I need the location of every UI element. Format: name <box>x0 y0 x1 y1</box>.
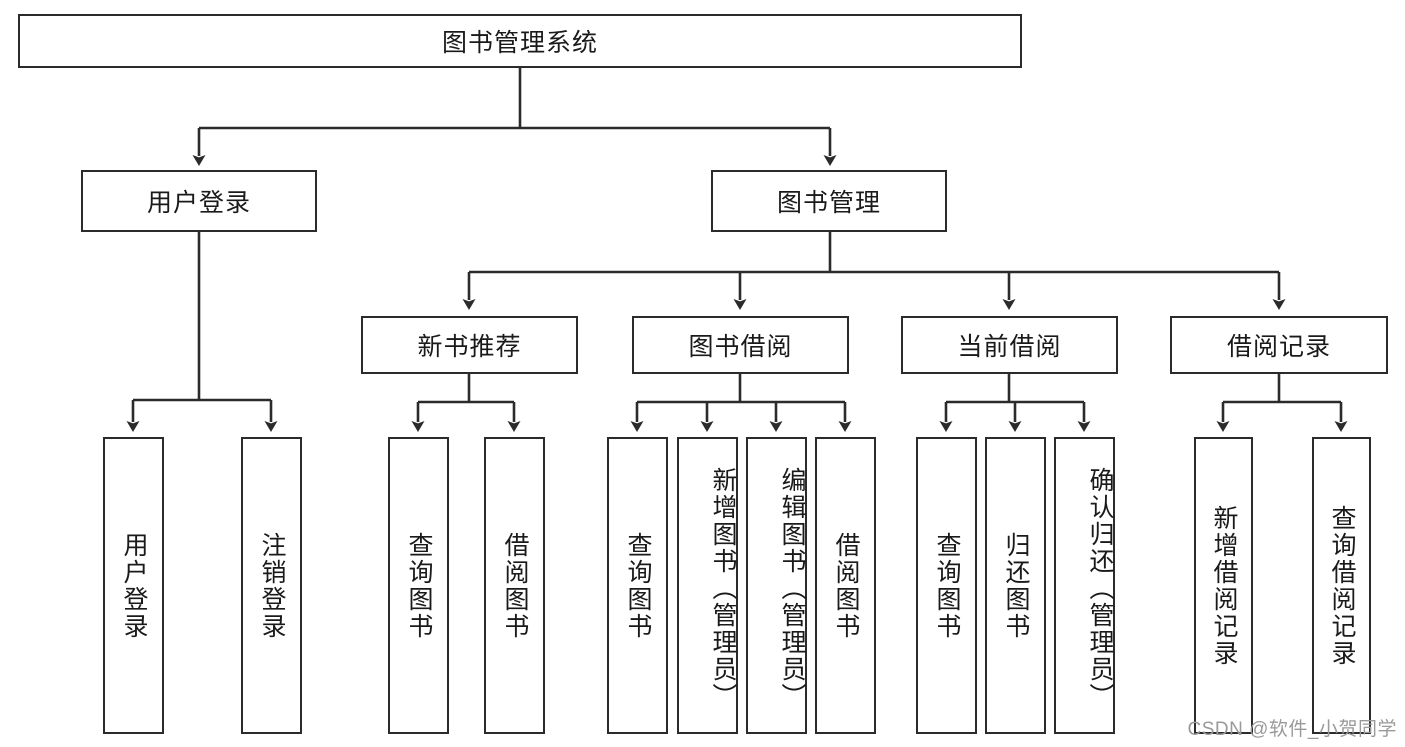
node-leaf-user-login-label: 用户登录 <box>120 531 148 640</box>
node-leaf-confirm-return-label: 确认归还（管理员） <box>1086 467 1114 710</box>
node-root-label: 图书管理系统 <box>441 29 598 57</box>
node-leaf-add-record-label: 新增借阅记录 <box>1210 504 1238 667</box>
node-leaf-query-book-2[interactable]: 查询图书 <box>607 437 668 734</box>
node-leaf-borrow-book-2[interactable]: 借阅图书 <box>815 437 876 734</box>
node-leaf-add-book-label: 新增图书（管理员） <box>709 467 737 710</box>
node-leaf-logout-label: 注销登录 <box>258 531 286 640</box>
node-root[interactable]: 图书管理系统 <box>18 14 1022 68</box>
node-leaf-return-book-label: 归还图书 <box>1002 531 1030 640</box>
node-leaf-query-book-1-label: 查询图书 <box>405 531 433 640</box>
node-leaf-borrow-book-1-label: 借阅图书 <box>501 531 529 640</box>
node-leaf-query-book-3-label: 查询图书 <box>933 531 961 640</box>
node-leaf-add-book[interactable]: 新增图书（管理员） <box>677 437 738 734</box>
node-leaf-borrow-book-2-label: 借阅图书 <box>832 531 860 640</box>
node-leaf-query-record-label: 查询借阅记录 <box>1328 504 1356 667</box>
node-leaf-borrow-book-1[interactable]: 借阅图书 <box>484 437 545 734</box>
node-leaf-return-book[interactable]: 归还图书 <box>985 437 1046 734</box>
node-leaf-add-record[interactable]: 新增借阅记录 <box>1194 437 1253 734</box>
node-book-borrow-label: 图书借阅 <box>688 333 793 361</box>
node-borrow-record[interactable]: 借阅记录 <box>1170 316 1388 374</box>
node-leaf-confirm-return[interactable]: 确认归还（管理员） <box>1054 437 1115 734</box>
node-leaf-edit-book-label: 编辑图书（管理员） <box>778 467 806 710</box>
node-borrow-record-label: 借阅记录 <box>1226 333 1331 361</box>
node-new-book-rec-label: 新书推荐 <box>417 333 522 361</box>
node-current-borrow[interactable]: 当前借阅 <box>901 316 1118 374</box>
watermark-text: CSDN @软件_小贺同学 <box>1187 719 1397 740</box>
node-current-borrow-label: 当前借阅 <box>957 333 1062 361</box>
node-book-manage-label: 图书管理 <box>776 189 881 217</box>
node-leaf-query-book-3[interactable]: 查询图书 <box>916 437 977 734</box>
node-book-borrow[interactable]: 图书借阅 <box>632 316 849 374</box>
node-book-manage[interactable]: 图书管理 <box>711 170 947 232</box>
node-user-login[interactable]: 用户登录 <box>81 170 317 232</box>
node-leaf-query-book-2-label: 查询图书 <box>624 531 652 640</box>
node-leaf-edit-book[interactable]: 编辑图书（管理员） <box>746 437 807 734</box>
node-leaf-user-login[interactable]: 用户登录 <box>103 437 164 734</box>
node-leaf-query-book-1[interactable]: 查询图书 <box>388 437 449 734</box>
node-new-book-rec[interactable]: 新书推荐 <box>361 316 578 374</box>
node-leaf-query-record[interactable]: 查询借阅记录 <box>1312 437 1371 734</box>
node-user-login-label: 用户登录 <box>146 189 251 217</box>
node-leaf-logout[interactable]: 注销登录 <box>241 437 302 734</box>
